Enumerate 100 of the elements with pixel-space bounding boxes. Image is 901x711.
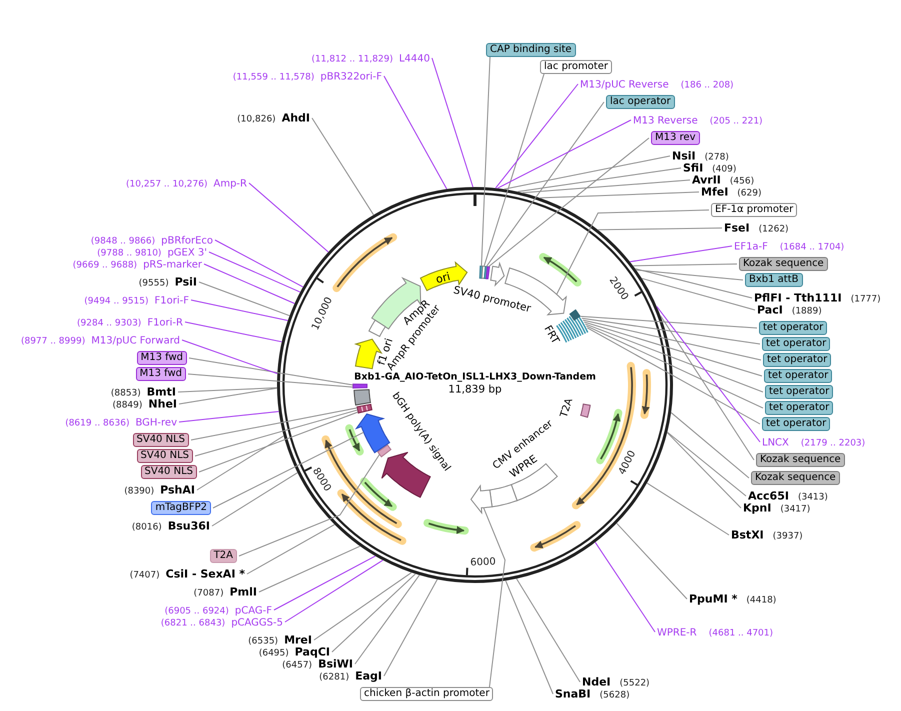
enzyme-name: CsiI - SexAI * — [166, 568, 245, 580]
site-position: (3417) — [780, 504, 810, 514]
leader-line — [584, 322, 762, 376]
feature-tag: tet operator — [765, 385, 834, 399]
primer-range: (10,257 .. 10,276) — [126, 180, 208, 190]
primer-range: (9494 .. 9515) — [84, 296, 149, 306]
enzyme-name: EagI — [355, 670, 382, 682]
plasmid-name: Bxb1-GA_AIO-TetOn_ISL1-LHX3_Down-Tandem — [354, 372, 596, 382]
feature-tag: tet operator — [762, 417, 830, 431]
site-position: (4418) — [746, 596, 776, 606]
leader-line — [517, 168, 682, 192]
leader-line — [660, 315, 754, 460]
feature-tag: mTagBFP2 — [151, 501, 211, 515]
enzyme-name: PshAI — [160, 484, 195, 496]
primer-name: M13/pUC Reverse — [580, 80, 669, 90]
primer-name: Amp-R — [214, 178, 247, 190]
leader-line — [586, 325, 764, 408]
primer-name: pGEX 3' — [167, 248, 207, 258]
feature-tag: tet operator — [759, 321, 828, 335]
leader-line — [484, 74, 544, 267]
primer-name: M13/pUC Forward — [91, 336, 180, 346]
primer-name: BGH-rev — [135, 418, 177, 428]
feature-tag: lac promoter — [540, 60, 612, 74]
site-position: (278) — [704, 152, 729, 162]
feature-label: SV40 promoter — [452, 285, 532, 315]
primer-name: M13 Reverse — [633, 116, 698, 126]
leader-line — [214, 240, 304, 288]
feature-block — [354, 413, 390, 454]
feature-tag: tet operator — [765, 401, 834, 415]
primer-range: (9788 .. 9810) — [97, 248, 162, 258]
leader-line — [190, 407, 358, 440]
feature-tag: tet operator — [763, 353, 832, 367]
feature-tag: Bxb1 attB — [745, 273, 802, 287]
primer-range: (4681 .. 4701) — [708, 628, 774, 638]
feature-block — [470, 484, 493, 514]
leader-line — [258, 546, 361, 592]
plasmid-size: 11,839 bp — [448, 384, 502, 396]
enzyme-name: FseI — [724, 222, 750, 234]
enzyme-name: PacI — [757, 304, 783, 316]
site-position: (8853) — [110, 388, 141, 398]
tick-label: 4000 — [618, 449, 639, 477]
site-position: (7087) — [194, 588, 224, 598]
feature-tag: M13 fwd — [136, 367, 186, 381]
feature-tag: Kozak sequence — [751, 471, 840, 485]
leader-line — [332, 573, 416, 652]
leader-line — [556, 210, 710, 295]
primer-name: F1ori-R — [147, 318, 183, 328]
feature-mark — [486, 266, 490, 280]
primer-name: pCAG-F — [234, 606, 272, 616]
site-position: (6457) — [282, 660, 312, 670]
feature-tag: SV40 NLS — [136, 449, 193, 463]
enzyme-name: PmlI — [230, 586, 257, 598]
feature-tag: SV40 NLS — [140, 465, 197, 479]
leader-line — [208, 252, 301, 293]
leader-line — [188, 374, 354, 388]
enzyme-name: PaqCI — [294, 646, 330, 658]
leader-line — [198, 282, 290, 316]
primer-range: (8977 .. 8999) — [20, 336, 86, 346]
leader-line — [246, 524, 335, 574]
primer-name: pBRforEco — [161, 236, 213, 246]
leader-line — [354, 574, 420, 664]
leader-line — [495, 84, 578, 189]
leader-line — [188, 358, 354, 386]
site-position: (9555) — [138, 278, 169, 288]
feature-tag: EF-1α promoter — [711, 203, 798, 217]
leader-line — [196, 435, 284, 490]
enzyme-name: AvrII — [692, 174, 721, 186]
leader-line — [594, 542, 656, 632]
leader-line — [384, 76, 448, 190]
leader-line — [248, 182, 329, 252]
leader-line — [580, 316, 758, 328]
leader-line — [582, 320, 762, 360]
leader-line — [634, 268, 752, 298]
primer-range: (9669 .. 9688) — [72, 260, 138, 270]
enzyme-name: AhdI — [282, 112, 310, 124]
leader-line — [483, 507, 506, 688]
site-position: (1777) — [850, 294, 881, 304]
primer-name: pBR322ori-F — [320, 72, 382, 82]
site-position: (10,826) — [237, 114, 276, 124]
leader-line — [646, 482, 730, 536]
leader-line — [212, 472, 298, 526]
leader-line — [539, 192, 700, 198]
enzyme-name: MreI — [284, 634, 312, 646]
leader-line — [504, 156, 670, 190]
site-position: (8390) — [124, 486, 154, 496]
leader-line — [616, 522, 688, 600]
site-position: (5522) — [620, 678, 650, 688]
feature-tag: Kozak sequence — [739, 257, 828, 271]
enzyme-name: SnaBI — [555, 688, 591, 700]
leader-line — [632, 264, 738, 266]
leader-line — [597, 228, 722, 230]
feature-mark — [377, 444, 392, 458]
feature-label: FRT — [541, 324, 561, 346]
site-position: (409) — [712, 164, 736, 174]
enzyme-name: SfiI — [683, 162, 704, 174]
enzyme-name: BstXI — [731, 528, 764, 542]
feature-tag: lac operator — [606, 95, 675, 109]
feature-tag: T2A — [210, 549, 237, 563]
leader-line — [274, 556, 376, 610]
enzyme-name: BmtI — [146, 386, 176, 398]
